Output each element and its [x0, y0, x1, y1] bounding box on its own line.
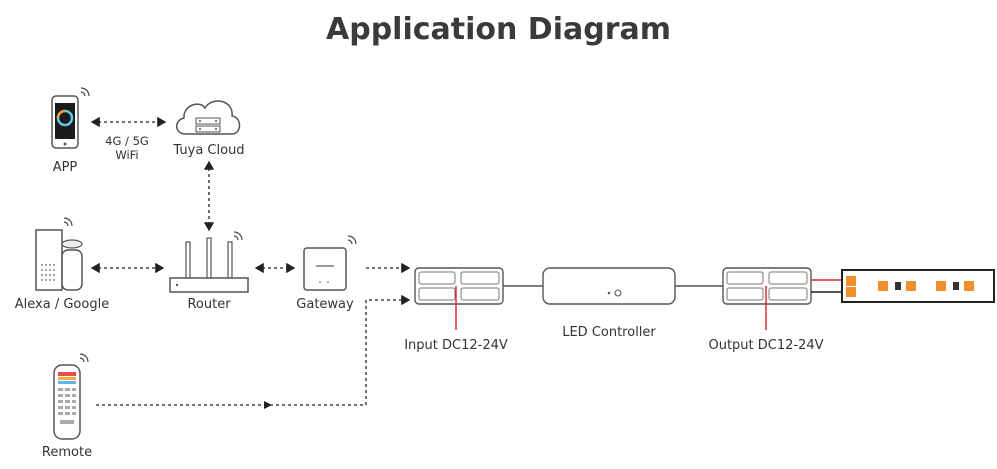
remote-input-link — [96, 294, 411, 406]
remote-label: Remote — [41, 445, 93, 460]
input-label: Input DC12-24V — [404, 338, 508, 353]
wifi-signal-icon — [79, 353, 89, 363]
remote-control-icon — [53, 364, 81, 440]
gateway-icon — [303, 247, 347, 291]
phone-icon — [51, 95, 79, 149]
router-label: Router — [187, 297, 231, 312]
page-title: Application Diagram — [326, 12, 671, 47]
led-controller-label: LED Controller — [562, 325, 656, 340]
wifi-signal-icon — [347, 235, 357, 245]
router-icon — [169, 237, 249, 293]
output-label: Output DC12-24V — [708, 338, 824, 353]
tuya-cloud-label: Tuya Cloud — [173, 143, 245, 158]
gateway-label: Gateway — [296, 297, 354, 312]
wifi-signal-icon — [63, 217, 73, 227]
smart-speaker-icon — [35, 229, 83, 291]
alexa-google-label: Alexa / Google — [14, 297, 110, 312]
cloud-icon — [176, 100, 241, 135]
app-cloud-link-label-line2: WiFi — [115, 148, 139, 162]
app-label: APP — [52, 160, 78, 175]
wifi-signal-icon — [233, 231, 243, 241]
wifi-signal-icon — [80, 87, 90, 97]
app-cloud-link-label-line1: 4G / 5G — [105, 134, 149, 148]
input-connector — [414, 267, 504, 305]
output-connector — [722, 267, 812, 305]
led-strip — [841, 269, 995, 303]
led-controller-box — [542, 267, 676, 305]
arrow-head — [264, 401, 272, 409]
